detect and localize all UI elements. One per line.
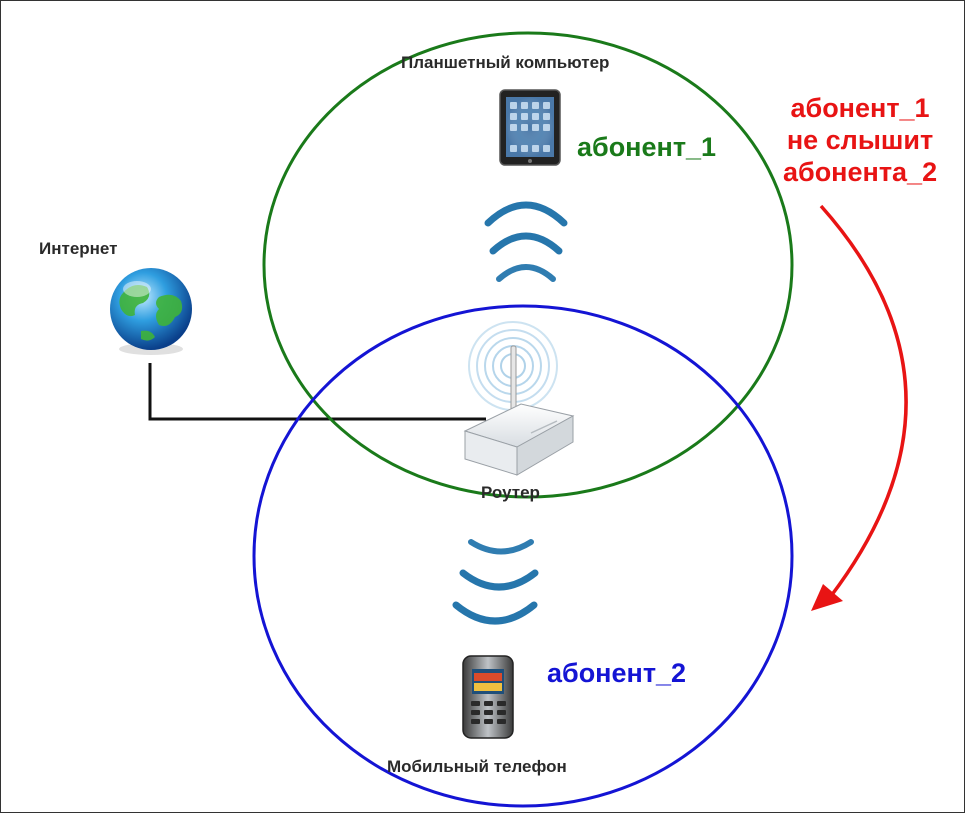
router-icon <box>463 321 575 476</box>
note-line: абонент_1 <box>790 93 930 123</box>
subscriber-2-coverage-circle <box>252 304 794 808</box>
subscriber-1-coverage-circle <box>262 31 794 499</box>
wifi-signal-icon <box>484 201 568 282</box>
curved-arrow <box>811 204 908 611</box>
phone-label: Мобильный телефон <box>387 757 567 776</box>
tablet-label: Планшетный компьютер <box>401 53 610 72</box>
subscriber-1-label: абонент_1 <box>577 132 717 162</box>
note-line: абонента_2 <box>783 157 938 187</box>
note-text: абонент_1 не слышит абонента_2 <box>783 92 937 188</box>
note-line: не слышит <box>786 125 934 155</box>
tablet-icon <box>499 89 561 166</box>
cable-line <box>148 363 486 421</box>
subscriber-2-label: абонент_2 <box>547 658 687 688</box>
router-label: Роутер <box>481 483 540 502</box>
mobile-phone-icon <box>462 655 514 739</box>
globe-icon <box>110 268 192 355</box>
wifi-signal-icon <box>452 539 539 625</box>
internet-label: Интернет <box>39 239 118 258</box>
